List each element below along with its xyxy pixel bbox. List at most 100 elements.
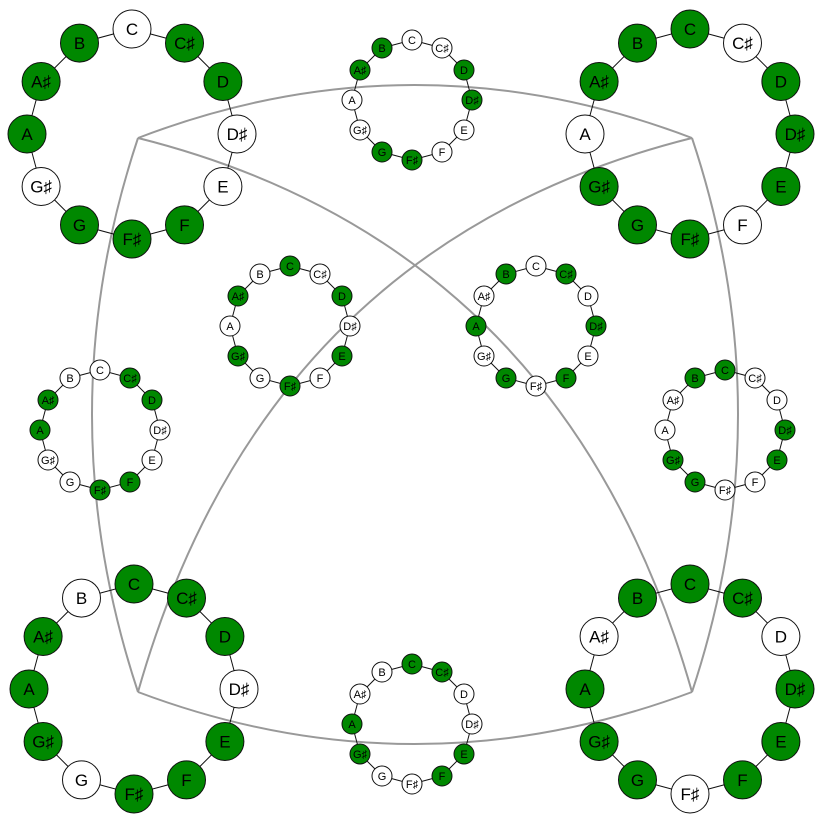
note-label: G♯ bbox=[30, 178, 52, 197]
note-label: D bbox=[775, 73, 787, 92]
note-label: B bbox=[66, 373, 73, 385]
note-label: D♯ bbox=[229, 680, 250, 699]
note-circle-active bbox=[203, 62, 243, 101]
note-node: B bbox=[371, 37, 393, 59]
note-circle-active bbox=[349, 59, 371, 81]
note-label: A bbox=[23, 680, 35, 699]
note-label: A bbox=[472, 321, 480, 333]
ring-mid-left-inner: CC♯DD♯EFF♯GG♯AA♯B bbox=[219, 255, 361, 397]
note-label: B bbox=[502, 269, 509, 281]
note-circle-active bbox=[579, 167, 619, 206]
note-circle-inactive bbox=[714, 479, 736, 501]
note-label: A bbox=[348, 719, 356, 731]
note-label: D♯ bbox=[343, 321, 357, 333]
note-label: C bbox=[128, 575, 140, 594]
note-label: C♯ bbox=[732, 589, 753, 608]
note-node: C bbox=[279, 255, 301, 277]
note-circle-inactive bbox=[341, 89, 363, 111]
note-label: A♯ bbox=[33, 628, 53, 647]
ring-connector bbox=[351, 663, 473, 785]
note-circle-inactive bbox=[219, 669, 259, 709]
note-circle-inactive bbox=[670, 774, 710, 814]
note-circle-inactive bbox=[339, 315, 361, 337]
note-node: C♯ bbox=[744, 367, 766, 389]
note-circle-inactive bbox=[723, 205, 762, 245]
note-node: F♯ bbox=[670, 219, 710, 259]
note-label: E bbox=[148, 455, 155, 467]
note-label: G♯ bbox=[32, 733, 54, 752]
note-circle-active bbox=[167, 578, 206, 618]
note-label: F bbox=[737, 216, 747, 235]
note-label: G bbox=[502, 373, 511, 385]
note-circle-active bbox=[495, 367, 517, 389]
note-circle-active bbox=[453, 743, 475, 765]
note-node: F♯ bbox=[401, 773, 423, 795]
curve-diagonal-b bbox=[137, 137, 693, 693]
note-circle-active bbox=[618, 205, 657, 245]
note-circle-active bbox=[761, 167, 801, 206]
note-circle-inactive bbox=[59, 367, 81, 389]
note-label: C bbox=[684, 20, 696, 39]
note-label: F♯ bbox=[125, 785, 144, 804]
note-node: A bbox=[9, 669, 49, 709]
note-circle-active bbox=[723, 760, 762, 800]
note-node: F bbox=[165, 205, 204, 245]
note-circle-active bbox=[114, 774, 154, 814]
note-node: G♯ bbox=[579, 167, 619, 206]
note-label: F bbox=[317, 373, 324, 385]
note-node: G♯ bbox=[473, 345, 495, 367]
note-circle-active bbox=[662, 449, 684, 471]
note-label: A bbox=[21, 125, 33, 144]
note-label: G♯ bbox=[588, 733, 610, 752]
note-label: F bbox=[737, 771, 747, 790]
note-node: C bbox=[525, 255, 547, 277]
note-label: F bbox=[439, 147, 446, 159]
note-circle-inactive bbox=[112, 9, 152, 49]
note-node: A♯ bbox=[662, 389, 684, 411]
note-label: C bbox=[408, 35, 416, 47]
note-circle-inactive bbox=[401, 773, 423, 795]
note-node: G♯ bbox=[23, 722, 63, 761]
note-circle-active bbox=[431, 765, 453, 787]
note-circle-inactive bbox=[565, 114, 605, 154]
note-circle-inactive bbox=[371, 661, 393, 683]
note-node: F♯ bbox=[670, 774, 710, 814]
note-circle-active bbox=[684, 367, 706, 389]
note-node: A bbox=[219, 315, 241, 337]
note-circle-inactive bbox=[577, 285, 599, 307]
note-label: D bbox=[460, 65, 468, 77]
note-node: F bbox=[723, 760, 762, 800]
note-node: F♯ bbox=[525, 375, 547, 397]
ring-connector bbox=[229, 265, 351, 387]
note-node: G bbox=[495, 367, 517, 389]
note-node: C♯ bbox=[431, 37, 453, 59]
note-label: B bbox=[691, 373, 698, 385]
note-circle-inactive bbox=[62, 578, 101, 618]
note-label: D♯ bbox=[589, 321, 603, 333]
note-circle-active bbox=[112, 219, 152, 259]
note-label: A♯ bbox=[589, 73, 609, 92]
note-circle-active bbox=[766, 449, 788, 471]
note-node: D bbox=[453, 59, 475, 81]
note-node: A bbox=[7, 114, 47, 154]
note-label: G bbox=[378, 771, 387, 783]
note-label: E bbox=[219, 733, 230, 752]
note-circle-active bbox=[401, 653, 423, 675]
curve-diagonal-a bbox=[137, 137, 693, 693]
note-node: F♯ bbox=[112, 219, 152, 259]
note-circle-inactive bbox=[141, 449, 163, 471]
note-node: D bbox=[761, 617, 801, 656]
note-label: D♯ bbox=[153, 425, 167, 437]
note-node: A♯ bbox=[227, 285, 249, 307]
ring-mid-right-outer: CC♯DD♯EFF♯GG♯AA♯B bbox=[654, 359, 796, 501]
note-node: C♯ bbox=[167, 578, 206, 618]
note-label: E bbox=[338, 351, 345, 363]
note-node: D♯ bbox=[585, 315, 607, 337]
note-circle-active bbox=[775, 669, 815, 709]
note-node: F bbox=[119, 471, 141, 493]
note-node: G bbox=[60, 205, 99, 245]
note-circle-active bbox=[279, 375, 301, 397]
ring-connector bbox=[475, 265, 597, 387]
note-node: E bbox=[203, 167, 243, 206]
note-node: C bbox=[89, 359, 111, 381]
